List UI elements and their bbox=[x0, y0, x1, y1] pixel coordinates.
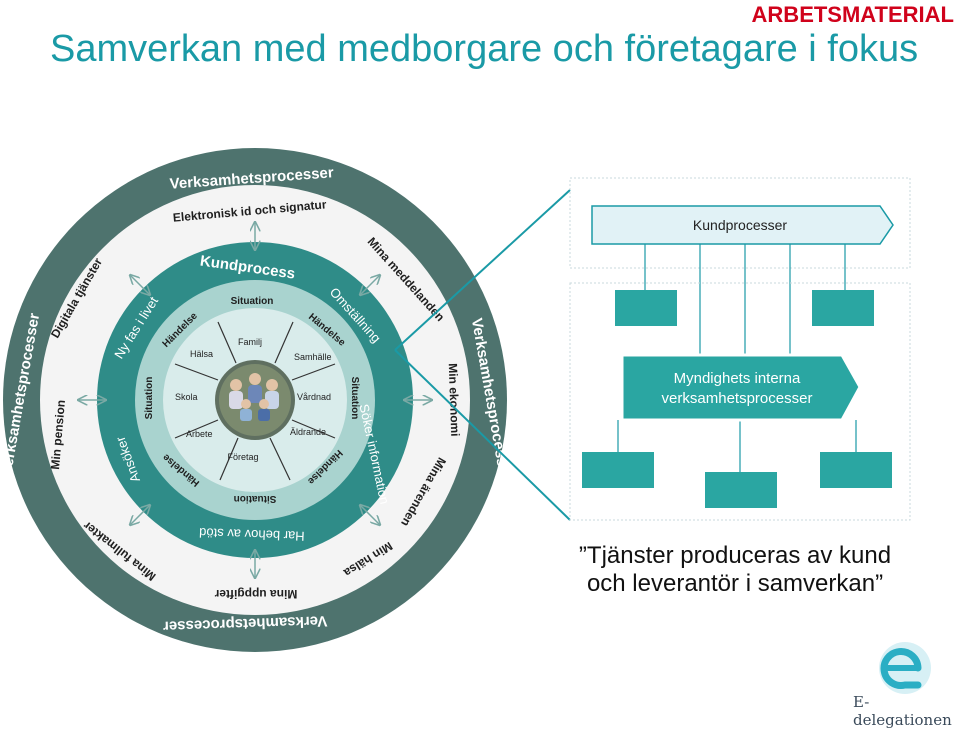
caption-line-2: och leverantör i samverkan” bbox=[586, 570, 884, 597]
mid-situation-bottom: Situation bbox=[234, 493, 277, 504]
bar-drops bbox=[644, 244, 846, 355]
inner-arbete: Arbete bbox=[186, 429, 213, 439]
inner-aldrande: Äldrande bbox=[290, 427, 326, 437]
inner-vardnad: Vårdnad bbox=[297, 392, 331, 402]
connector-line bbox=[394, 189, 571, 351]
kp-behov: Har behov av stöd bbox=[199, 525, 305, 544]
inner-skola: Skola bbox=[175, 392, 198, 402]
e-delegationen-logo-mark bbox=[879, 642, 931, 694]
arbetsmaterial-stamp: ARBETSMATERIAL bbox=[751, 2, 954, 27]
mid-situation-right: Situation bbox=[349, 377, 360, 420]
service-uppgifter: Mina uppgifter bbox=[214, 587, 297, 601]
interna-label-line2: verksamhetsprocesser bbox=[662, 390, 813, 407]
outer-label-bottom: Verksamhetsprocesser bbox=[163, 612, 328, 635]
mid-situation-top: Situation bbox=[231, 296, 274, 307]
kundprocesser-frame bbox=[569, 177, 911, 269]
interna-boxes bbox=[582, 290, 892, 508]
caption-line-1: ”Tjänster produceras av kund bbox=[578, 542, 892, 569]
e-delegationen-logo-text: E-delegationen bbox=[853, 693, 952, 729]
interna-frame bbox=[569, 282, 911, 521]
page-title: Samverkan med medborgare och företagare … bbox=[50, 28, 919, 70]
inner-halsa: Hälsa bbox=[190, 349, 213, 359]
interna-label-line1: Myndighets interna bbox=[674, 370, 801, 387]
connector-line-2 bbox=[394, 349, 571, 521]
inner-dividers bbox=[174, 321, 336, 481]
service-pension: Min pension bbox=[48, 399, 68, 470]
kundprocesser-bar bbox=[591, 205, 894, 245]
interna-process-arrow bbox=[620, 353, 862, 422]
inner-familj: Familj bbox=[238, 337, 262, 347]
caption-quote: ”Tjänster produceras av kund och leveran… bbox=[570, 542, 900, 598]
ring-arrows bbox=[78, 222, 432, 578]
interna-links bbox=[617, 420, 857, 472]
kundprocesser-label: Kundprocesser bbox=[693, 217, 788, 233]
family-photo bbox=[219, 364, 291, 436]
inner-foretag: Företag bbox=[227, 452, 258, 462]
service-ekonomi: Min ekonomi bbox=[446, 363, 463, 437]
inner-samhalle: Samhälle bbox=[294, 352, 332, 362]
mid-situation-left: Situation bbox=[144, 377, 155, 420]
